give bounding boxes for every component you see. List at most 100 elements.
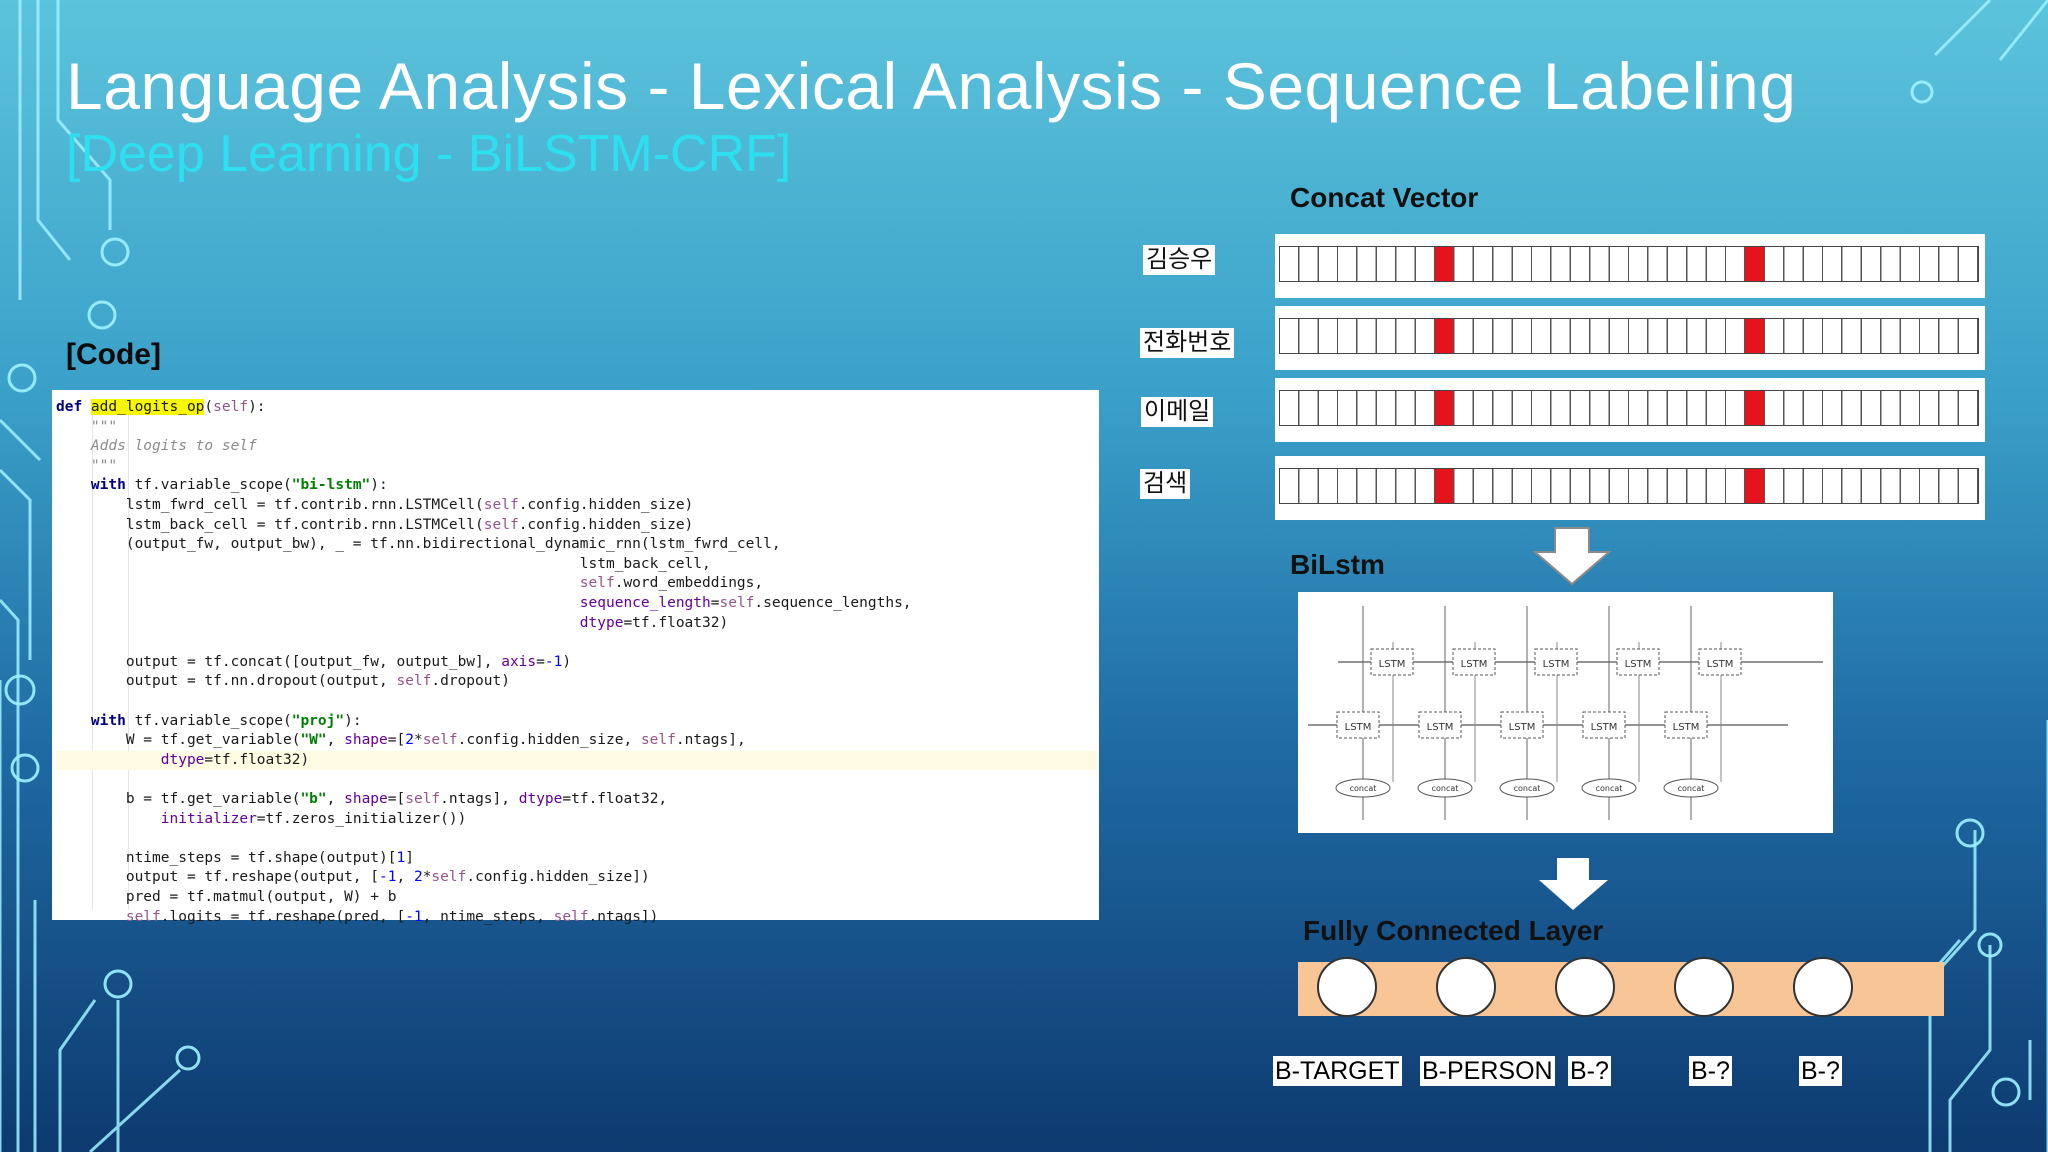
code-token: =[ bbox=[387, 791, 406, 807]
code-token: output = tf.concat([output_fw, output_bw… bbox=[56, 653, 502, 670]
fc-node bbox=[1555, 957, 1615, 1017]
vector-cell-highlight bbox=[1745, 391, 1764, 425]
lstm-forward-cell bbox=[1582, 711, 1626, 739]
code-token: 2 bbox=[413, 869, 423, 886]
code-token: * bbox=[422, 869, 432, 886]
code-line: sequence_length=self.sequence_lengths, bbox=[56, 594, 1096, 613]
vector-cell-highlight bbox=[1435, 391, 1454, 425]
code-token: ) bbox=[562, 653, 572, 670]
code-line: self.word_embeddings, bbox=[56, 574, 1096, 593]
code-token bbox=[56, 713, 91, 729]
vector-cell-highlight bbox=[1745, 247, 1764, 281]
code-token: -1 bbox=[544, 653, 563, 670]
lstm-backward-label: LSTM bbox=[1625, 659, 1652, 670]
code-line: (output_fw, output_bw), _ = tf.nn.bidire… bbox=[56, 535, 1096, 554]
code-token: self bbox=[422, 732, 458, 749]
code-token: , ntime_steps, bbox=[422, 908, 554, 925]
code-line: with tf.variable_scope("bi-lstm"): bbox=[56, 476, 1096, 495]
lstm-backward-label: LSTM bbox=[1543, 659, 1570, 670]
code-token: self bbox=[431, 869, 467, 886]
code-token: .config.hidden_size]) bbox=[466, 869, 650, 886]
code-token: self bbox=[213, 399, 249, 415]
code-token bbox=[56, 811, 161, 827]
code-token: ): bbox=[248, 399, 266, 415]
word-label: 이메일 bbox=[1141, 397, 1214, 427]
concat-label: concat bbox=[1514, 784, 1541, 793]
code-token: """ bbox=[56, 418, 118, 435]
concat-vector bbox=[1275, 234, 1985, 298]
lstm-backward-label: LSTM bbox=[1707, 659, 1734, 670]
code-line bbox=[56, 633, 1096, 652]
code-token: self bbox=[483, 516, 519, 533]
code-panel: def add_logits_op(self): """ Adds logits… bbox=[52, 390, 1099, 925]
lstm-forward-label: LSTM bbox=[1509, 722, 1536, 733]
concat-label: concat bbox=[1678, 784, 1705, 793]
code-token: lstm_fwrd_cell = tf.contrib.rnn.LSTMCell… bbox=[56, 497, 484, 513]
code-token: add_logits_op bbox=[90, 399, 205, 415]
code-token: output = tf.reshape(output, [ bbox=[56, 869, 380, 886]
code-line: self.logits = tf.reshape(pred, [-1, ntim… bbox=[56, 908, 1096, 927]
down-arrow-icon bbox=[1533, 527, 1612, 586]
lstm-backward-cell bbox=[1452, 648, 1496, 676]
code-token: "b" bbox=[300, 791, 327, 807]
code-token: tf.variable_scope( bbox=[134, 712, 292, 729]
down-arrow-icon bbox=[1539, 858, 1608, 910]
code-token: b = tf.get_variable( bbox=[56, 791, 301, 807]
code-line bbox=[56, 770, 1096, 789]
code-token: with bbox=[90, 712, 135, 729]
code-token: axis bbox=[501, 653, 537, 670]
code-token: "proj" bbox=[291, 712, 345, 729]
output-tag: B-? bbox=[1689, 1056, 1732, 1086]
code-token: W = tf.get_variable( bbox=[56, 732, 301, 749]
vector-cells bbox=[1279, 246, 1979, 282]
concat-node bbox=[1581, 778, 1637, 798]
code-token: , bbox=[396, 869, 414, 886]
code-token: self bbox=[640, 732, 676, 749]
code-token: dtype bbox=[579, 614, 624, 631]
code-token: .config.hidden_size) bbox=[518, 497, 694, 513]
code-token: self bbox=[483, 497, 519, 513]
code-line: b = tf.get_variable("b", shape=[self.nta… bbox=[56, 790, 1096, 809]
lstm-forward-label: LSTM bbox=[1591, 722, 1618, 733]
concat-vector bbox=[1275, 378, 1985, 442]
vector-cells bbox=[1279, 468, 1979, 504]
code-token: shape bbox=[344, 732, 388, 749]
code-token: .config.hidden_size) bbox=[518, 516, 694, 533]
vector-cells bbox=[1279, 318, 1979, 354]
code-token: sequence_length bbox=[579, 595, 711, 611]
code-token: ] bbox=[405, 849, 414, 866]
code-token bbox=[56, 575, 580, 591]
code-token: = bbox=[536, 653, 545, 670]
output-tag: B-TARGET bbox=[1273, 1056, 1402, 1086]
code-token: shape bbox=[344, 791, 388, 807]
code-token: self bbox=[719, 595, 755, 611]
indent-guide bbox=[92, 410, 93, 910]
lstm-backward-cell bbox=[1698, 648, 1742, 676]
code-token: .word_embeddings, bbox=[614, 575, 764, 592]
code-token: , bbox=[326, 791, 345, 807]
code-line: output = tf.nn.dropout(output, self.drop… bbox=[56, 672, 1096, 691]
code-token: -1 bbox=[405, 908, 423, 925]
code-token: Adds logits to self bbox=[56, 438, 257, 455]
code-token bbox=[56, 752, 161, 768]
code-token: .sequence_lengths, bbox=[754, 595, 912, 611]
output-tag: B-? bbox=[1568, 1056, 1611, 1086]
vector-cell-highlight bbox=[1435, 247, 1454, 281]
code-token bbox=[56, 477, 91, 493]
code-token: self bbox=[396, 673, 432, 690]
code-token: (output_fw, output_bw), _ = tf.nn.bidire… bbox=[56, 536, 781, 553]
code-line: Adds logits to self bbox=[56, 437, 1096, 456]
vector-cell-highlight bbox=[1435, 319, 1454, 353]
code-token: ntime_steps = tf.shape(output)[ bbox=[56, 849, 397, 866]
code-token: =[ bbox=[387, 732, 406, 749]
vector-cell-highlight bbox=[1745, 319, 1764, 353]
word-label: 김승우 bbox=[1143, 245, 1216, 275]
code-token: dtype bbox=[160, 751, 205, 768]
code-token: with bbox=[90, 477, 135, 494]
lstm-backward-cell bbox=[1370, 648, 1414, 676]
lstm-backward-cell bbox=[1534, 648, 1578, 676]
code-token: 2 bbox=[405, 732, 414, 749]
code-line: lstm_back_cell, bbox=[56, 555, 1096, 574]
code-token: self bbox=[125, 908, 161, 925]
